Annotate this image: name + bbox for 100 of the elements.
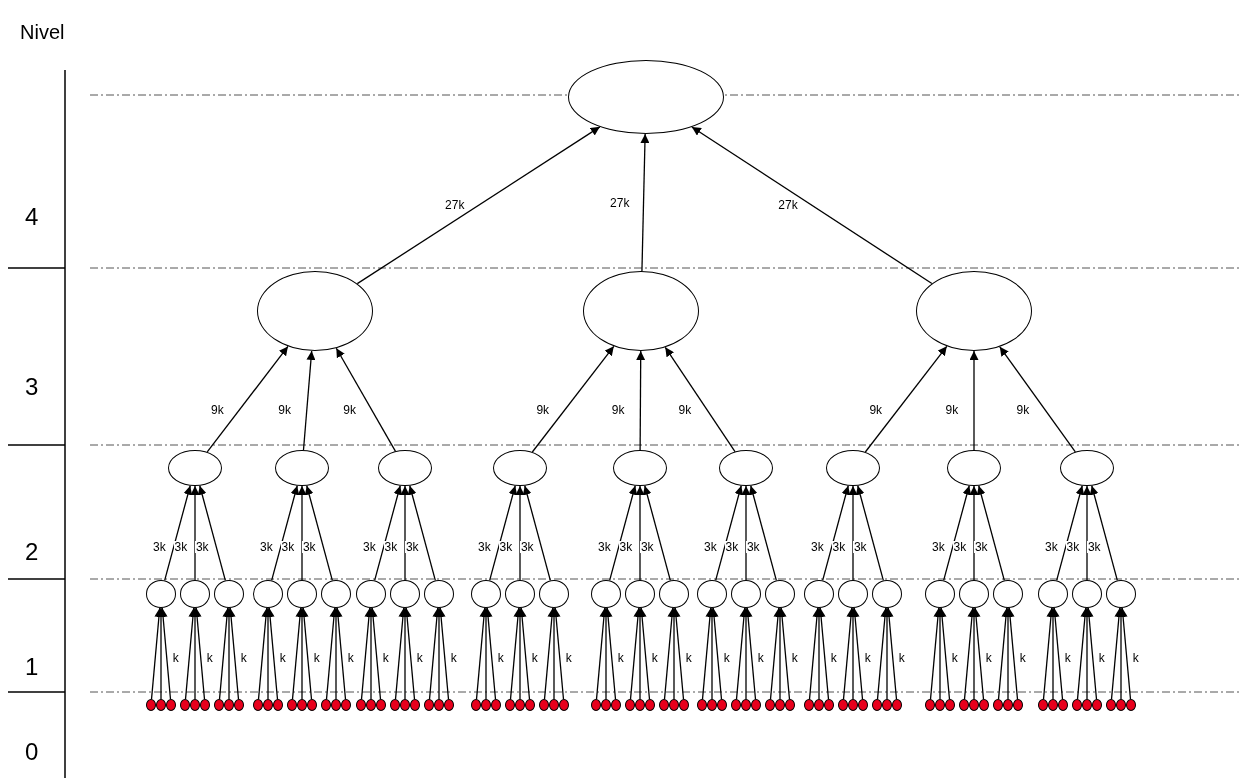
edge-label: 27k	[444, 199, 466, 212]
edge-label: k	[239, 652, 248, 665]
leaf-dot	[1058, 699, 1068, 711]
arrow	[1118, 607, 1132, 700]
ellipse-node	[719, 450, 773, 486]
arrow	[635, 485, 645, 581]
leaf-dot	[1116, 699, 1126, 711]
ellipse-node	[275, 450, 329, 486]
edge-label: 3k	[383, 541, 399, 554]
ellipse-node	[826, 450, 880, 486]
ellipse-node	[659, 580, 689, 608]
leaf-dot	[214, 699, 224, 711]
leaf-dot	[697, 699, 707, 711]
leaf-dot	[635, 699, 645, 711]
leaf-dot	[945, 699, 955, 711]
leaf-dot	[741, 699, 751, 711]
edge-label: 3k	[597, 541, 612, 554]
arrow	[640, 133, 650, 272]
arrow	[715, 485, 744, 582]
arrow	[864, 345, 948, 453]
arrow	[374, 485, 403, 582]
ellipse-node	[180, 580, 210, 608]
leaf-dot	[253, 699, 263, 711]
arrow	[517, 607, 531, 700]
arrow	[1082, 485, 1092, 581]
leaf-dot	[679, 699, 689, 711]
leaf-dot	[669, 699, 679, 711]
ellipse-node	[872, 580, 902, 608]
leaf-dot	[539, 699, 549, 711]
edge-label: 9k	[1015, 403, 1031, 416]
leaf-dot	[390, 699, 400, 711]
edge-label: 3k	[477, 541, 492, 554]
level-number: 3	[25, 375, 39, 399]
level-number: 2	[25, 540, 39, 564]
leaf-dot	[717, 699, 727, 711]
arrow	[302, 350, 316, 451]
leaf-dot	[858, 699, 868, 711]
arrow	[297, 485, 307, 581]
edge-label: 9k	[277, 404, 292, 417]
leaf-dot	[892, 699, 902, 711]
arrow	[609, 485, 638, 582]
arrow	[709, 607, 723, 700]
leaf-dot	[471, 699, 481, 711]
edge-label: 9k	[677, 403, 693, 416]
ellipse-node	[253, 580, 283, 608]
ellipse-node	[993, 580, 1023, 608]
leaf-dot	[376, 699, 386, 711]
arrow	[192, 607, 206, 700]
ellipse-node	[625, 580, 655, 608]
arrow	[333, 607, 347, 700]
ellipse-node	[146, 580, 176, 608]
edge-label: k	[950, 652, 959, 665]
arrow	[206, 345, 289, 453]
ellipse-node	[356, 580, 386, 608]
edge-label: 9k	[944, 404, 960, 417]
edge-label: k	[684, 652, 693, 665]
leaf-dot	[410, 699, 420, 711]
arrow	[400, 485, 410, 581]
arrow	[971, 607, 985, 700]
leaf-dot	[1082, 699, 1092, 711]
leaf-dot	[993, 699, 1003, 711]
leaf-dot	[1072, 699, 1082, 711]
arrow	[356, 126, 601, 285]
arrow	[226, 607, 240, 700]
arrow	[1056, 485, 1085, 582]
edge-label: 3k	[1065, 541, 1081, 554]
edge-label: 3k	[152, 541, 167, 554]
edge-label: 9k	[210, 403, 225, 416]
ellipse-node	[591, 580, 621, 608]
level-number: 4	[25, 205, 39, 229]
arrow	[999, 346, 1076, 453]
edge-label: 3k	[724, 541, 740, 554]
arrow	[436, 607, 450, 700]
arrow	[642, 485, 671, 582]
ellipse-node	[378, 450, 432, 486]
leaf-dot	[935, 699, 945, 711]
ellipse-node	[1060, 450, 1114, 486]
leaf-dot	[297, 699, 307, 711]
leaf-dot	[273, 699, 283, 711]
leaf-dot	[424, 699, 434, 711]
leaf-dot	[287, 699, 297, 711]
edge-label: 9k	[535, 403, 551, 416]
leaf-dot	[505, 699, 515, 711]
ellipse-node	[214, 580, 244, 608]
ellipse-node	[539, 580, 569, 608]
arrow	[969, 350, 979, 451]
arrow	[531, 345, 615, 453]
ellipse-node	[804, 580, 834, 608]
arrow	[489, 485, 518, 582]
leaf-dot	[751, 699, 761, 711]
leaf-dot	[166, 699, 176, 711]
edge-label: k	[171, 652, 180, 665]
arrow	[1050, 607, 1064, 700]
leaf-dot	[814, 699, 824, 711]
arrow	[407, 485, 436, 582]
edge-label: k	[381, 652, 390, 665]
ellipse-node	[493, 450, 547, 486]
arrow	[483, 607, 497, 700]
edge-label: k	[790, 652, 799, 665]
edge-label: k	[829, 652, 838, 665]
